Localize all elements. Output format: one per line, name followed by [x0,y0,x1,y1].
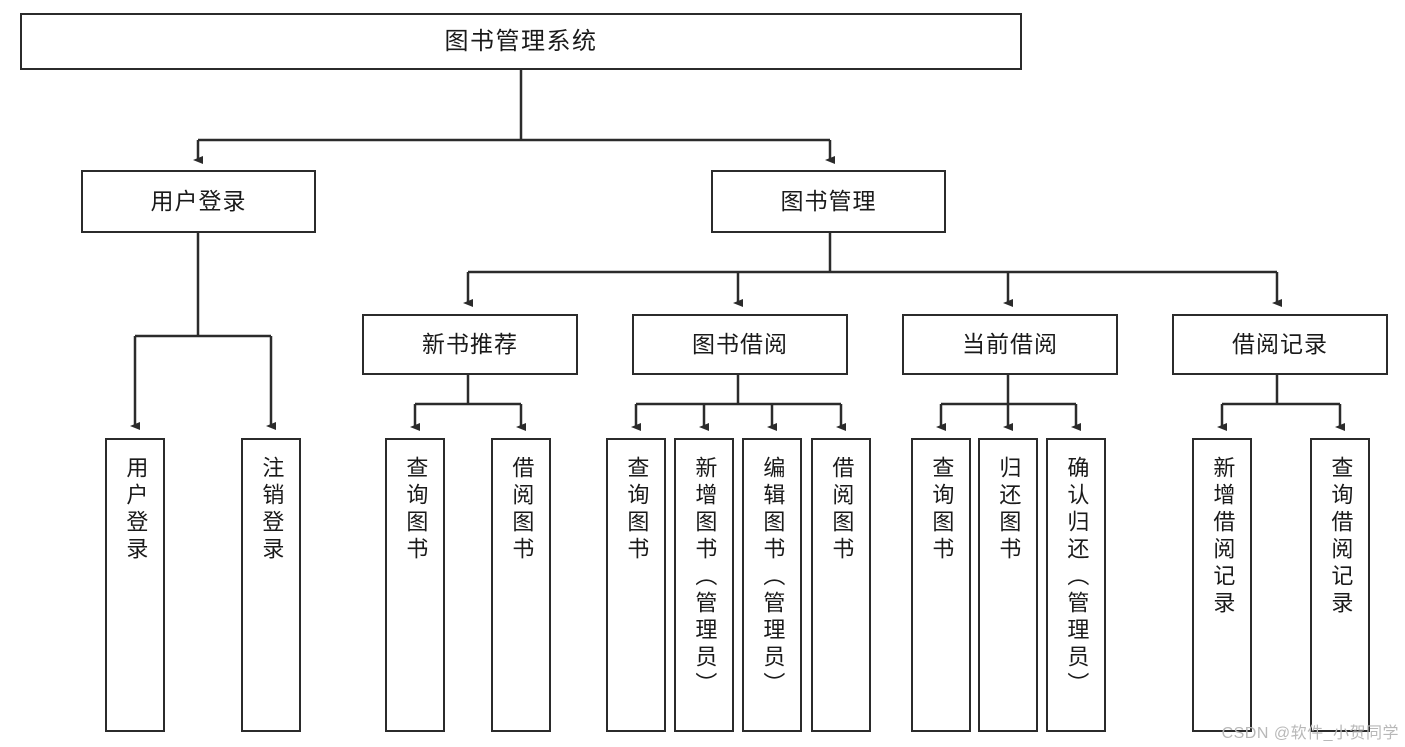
node-user-login[interactable]: 用户登录 [81,170,316,233]
node-new-book-recommend-label: 新书推荐 [422,331,518,357]
leaf-user-logout[interactable]: 注销登录 [241,438,301,732]
leaf-current-query-book[interactable]: 查询图书 [911,438,971,732]
node-current-borrow-label: 当前借阅 [962,331,1058,357]
leaf-current-confirm-return-admin[interactable]: 确认归还（管理员） [1046,438,1106,732]
leaf-user-login-label: 用户登录 [123,456,149,564]
leaf-record-query-record-label: 查询借阅记录 [1328,456,1354,618]
node-new-book-recommend[interactable]: 新书推荐 [362,314,578,375]
node-book-borrow[interactable]: 图书借阅 [632,314,848,375]
leaf-current-confirm-return-admin-label: 确认归还（管理员） [1064,456,1090,699]
node-borrow-record[interactable]: 借阅记录 [1172,314,1388,375]
node-root-system[interactable]: 图书管理系统 [20,13,1022,70]
leaf-user-logout-label: 注销登录 [259,456,285,564]
leaf-borrow-add-book-admin[interactable]: 新增图书（管理员） [674,438,734,732]
leaf-record-add-record[interactable]: 新增借阅记录 [1192,438,1252,732]
leaf-borrow-edit-book-admin-label: 编辑图书（管理员） [760,456,786,699]
leaf-recommend-borrow-book-label: 借阅图书 [509,456,535,564]
leaf-current-return-book-label: 归还图书 [996,456,1022,564]
leaf-recommend-borrow-book[interactable]: 借阅图书 [491,438,551,732]
leaf-recommend-query-book-label: 查询图书 [403,456,429,564]
watermark-text: CSDN @软件_小贺同学 [1221,725,1399,742]
leaf-borrow-borrow-book-label: 借阅图书 [829,456,855,564]
leaf-current-return-book[interactable]: 归还图书 [978,438,1038,732]
node-book-management-label: 图书管理 [780,188,877,214]
node-borrow-record-label: 借阅记录 [1232,331,1328,357]
leaf-record-add-record-label: 新增借阅记录 [1210,456,1236,618]
leaf-user-login[interactable]: 用户登录 [105,438,165,732]
leaf-current-query-book-label: 查询图书 [929,456,955,564]
node-user-login-label: 用户登录 [150,188,247,214]
leaf-record-query-record[interactable]: 查询借阅记录 [1310,438,1370,732]
leaf-borrow-edit-book-admin[interactable]: 编辑图书（管理员） [742,438,802,732]
leaf-borrow-query-book[interactable]: 查询图书 [606,438,666,732]
leaf-borrow-query-book-label: 查询图书 [624,456,650,564]
node-current-borrow[interactable]: 当前借阅 [902,314,1118,375]
node-book-management[interactable]: 图书管理 [711,170,946,233]
leaf-borrow-add-book-admin-label: 新增图书（管理员） [692,456,718,699]
node-root-system-label: 图书管理系统 [444,27,598,55]
node-book-borrow-label: 图书借阅 [692,331,788,357]
leaf-borrow-borrow-book[interactable]: 借阅图书 [811,438,871,732]
leaf-recommend-query-book[interactable]: 查询图书 [385,438,445,732]
